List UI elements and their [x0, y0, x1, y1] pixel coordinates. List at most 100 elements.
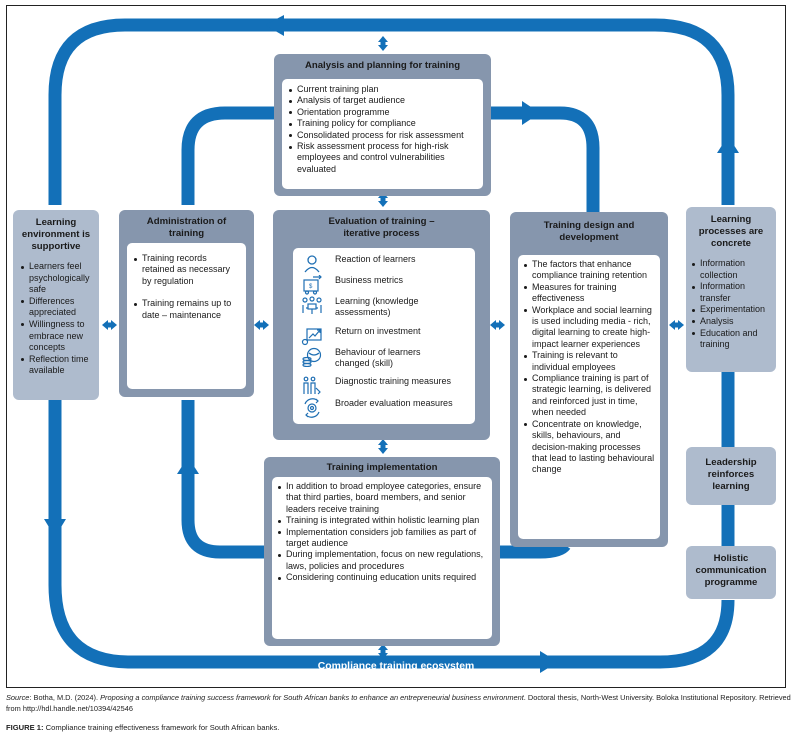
money-screen-icon: $ — [301, 274, 323, 295]
eval-item-reaction: Reaction of learners — [301, 254, 416, 274]
ecosystem-label: Compliance training ecosystem — [317, 661, 475, 672]
learning-processes-title: Learning processes are concrete — [698, 214, 764, 249]
outer-loop-path — [48, 18, 735, 205]
people-diagnostic-icon — [301, 376, 323, 396]
gear-cycle-icon — [301, 398, 323, 418]
list-item: Compliance training is part of strategic… — [523, 373, 655, 419]
list-item: In addition to broad employee categories… — [277, 481, 487, 515]
source-caption: Source: Botha, M.D. (2024). Proposing a … — [6, 692, 792, 714]
arrowhead-inner-top — [522, 101, 540, 125]
list-item: Willingness to embrace new concepts — [20, 319, 95, 354]
source-pre: : Botha, M.D. (2024). — [29, 693, 101, 702]
arrowhead-top-left — [265, 15, 284, 36]
list-item: Analysis of target audience — [288, 95, 477, 106]
list-item: During implementation, focus on new regu… — [277, 549, 487, 572]
growth-chart-icon — [301, 326, 323, 346]
double-arrow-impl-ecosystem — [378, 644, 388, 659]
double-arrow-eval-design — [490, 320, 505, 330]
arrowhead-inner-left-up — [177, 457, 199, 474]
list-item: Learners feel psychologically safe — [20, 261, 95, 296]
eval-item-label: Business metrics — [335, 275, 404, 285]
eval-item-label: Learning (knowledge assessments) — [335, 296, 419, 318]
eval-item-label: Behaviour of learners changed (skill) — [335, 347, 421, 369]
double-arrow-env-admin — [102, 320, 117, 330]
learning-processes-list: Information collection Information trans… — [686, 250, 776, 351]
communication-box: Holistic communication programme — [686, 546, 776, 599]
administration-box: Administration of training Training reco… — [119, 210, 254, 397]
person-icon — [301, 254, 323, 274]
list-item: Training records retained as necessary b… — [133, 253, 240, 287]
figure-label: FIGURE 1: — [6, 723, 44, 732]
list-item: Measures for training effectiveness — [523, 282, 655, 305]
double-arrow-top — [378, 36, 388, 51]
training-implementation-list: In addition to broad employee categories… — [277, 481, 487, 584]
administration-content: Training records retained as necessary b… — [127, 243, 246, 389]
source-title: Proposing a compliance training success … — [100, 693, 524, 702]
list-item: Experimentation — [691, 304, 773, 316]
arrowhead-left-down — [44, 519, 66, 537]
list-item: Orientation programme — [288, 107, 477, 118]
list-item: Consolidated process for risk assessment — [288, 130, 477, 141]
list-item: Risk assessment process for high-risk em… — [288, 141, 477, 175]
arrowhead-bottom-right — [540, 651, 558, 673]
list-item: Implementation considers job families as… — [277, 527, 487, 550]
list-item: Differences appreciated — [20, 296, 95, 319]
list-item: The factors that enhance compliance trai… — [523, 259, 655, 282]
list-item: Training policy for compliance — [288, 118, 477, 129]
double-arrow-admin-eval — [254, 320, 269, 330]
eval-item-roi: Return on investment — [301, 326, 421, 346]
training-implementation-box: Training implementation In addition to b… — [264, 457, 500, 646]
source-label: Source — [6, 693, 30, 702]
svg-text:$: $ — [309, 284, 313, 290]
training-design-box: Training design and development The fact… — [510, 212, 668, 547]
evaluation-box: Evaluation of training – iterative proce… — [273, 210, 490, 440]
eval-item-label: Broader evaluation measures — [335, 398, 453, 408]
list-item: Training remains up to date – maintenanc… — [133, 298, 240, 321]
learning-processes-box: Learning processes are concrete Informat… — [686, 207, 776, 372]
coins-globe-icon — [301, 347, 323, 368]
eval-item-label: Diagnostic training measures — [335, 376, 452, 386]
list-item: Information transfer — [691, 281, 773, 304]
training-design-title: Training design and development — [543, 220, 635, 243]
analysis-planning-list: Current training plan Analysis of target… — [288, 84, 477, 175]
list-item: Information collection — [691, 258, 773, 281]
list-item: Concentrate on knowledge, skills, behavi… — [523, 419, 655, 476]
learning-environment-list: Learners feel psychologically safe Diffe… — [13, 253, 99, 377]
training-implementation-title: Training implementation — [326, 462, 438, 473]
leadership-box: Leadership reinforces learning — [686, 447, 776, 505]
outer-loop-bottom — [48, 400, 735, 669]
analysis-planning-content: Current training plan Analysis of target… — [282, 79, 483, 189]
inner-loop-top-right — [490, 106, 600, 212]
arrowhead-right-up — [717, 136, 739, 153]
source-post: . Doctoral thesis, North-West University… — [6, 693, 791, 713]
administration-list: Training records retained as necessary b… — [133, 253, 240, 321]
figure-text: Compliance training effectiveness framew… — [43, 723, 280, 732]
learning-environment-box: Learning environment is supportive Learn… — [13, 210, 99, 400]
training-implementation-content: In addition to broad employee categories… — [272, 477, 492, 639]
evaluation-title: Evaluation of training – iterative proce… — [328, 216, 435, 239]
eval-item-behaviour: Behaviour of learners changed (skill) — [301, 347, 455, 369]
learning-environment-title: Learning environment is supportive — [21, 217, 91, 252]
eval-item-business-metrics: $ Business metrics — [301, 274, 404, 295]
list-item: Reflection time available — [20, 354, 95, 377]
analysis-planning-box: Analysis and planning for training Curre… — [274, 54, 491, 196]
figure-caption: FIGURE 1: Compliance training effectiven… — [6, 723, 279, 732]
leadership-title: Leadership reinforces learning — [705, 457, 757, 492]
eval-item-diagnostic: Diagnostic training measures — [301, 376, 451, 396]
list-item: Current training plan — [288, 84, 477, 95]
list-item: Considering continuing education units r… — [277, 572, 487, 583]
eval-item-broader: Broader evaluation measures — [301, 398, 453, 418]
double-arrow-design-processes — [669, 320, 684, 330]
list-item: Education and training — [691, 328, 773, 351]
inner-loop-bottom-left — [181, 400, 266, 559]
eval-item-label: Reaction of learners — [335, 254, 416, 264]
list-item: Training is relevant to individual emplo… — [523, 350, 655, 373]
list-item: Analysis — [691, 316, 773, 328]
double-arrow-eval-impl — [378, 439, 388, 454]
analysis-planning-title: Analysis and planning for training — [304, 60, 461, 71]
administration-title: Administration of training — [146, 216, 227, 239]
list-item: Training is integrated within holistic l… — [277, 515, 487, 526]
evaluation-content: Reaction of learners $ Business metrics … — [293, 248, 475, 424]
communication-title: Holistic communication programme — [695, 553, 767, 588]
